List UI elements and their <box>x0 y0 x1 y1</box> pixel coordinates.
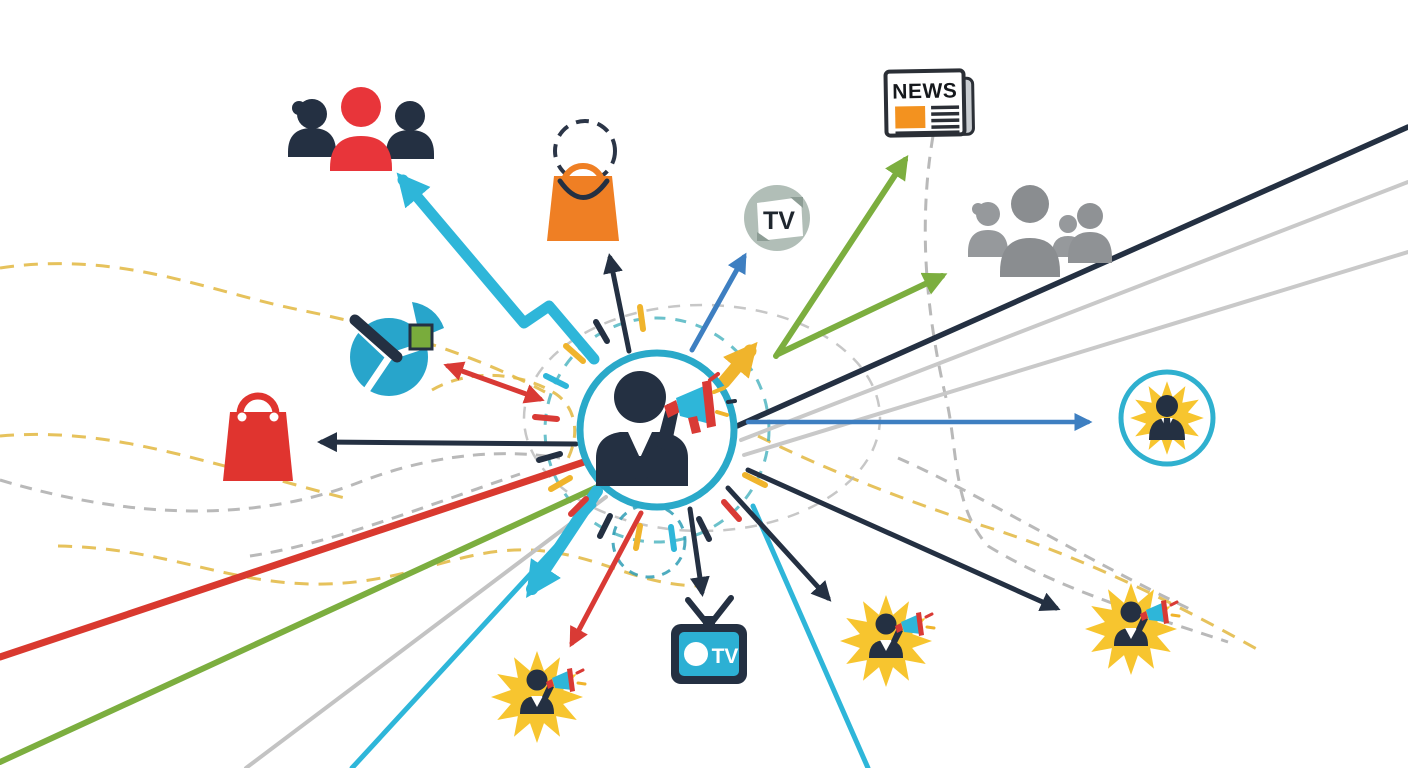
arrow-to-burst-2 <box>725 485 832 602</box>
spokesperson-arm <box>656 404 679 452</box>
arrow-green-short <box>775 272 948 357</box>
red-person-head <box>341 87 381 127</box>
arrow-gold-up-right <box>717 341 758 389</box>
orange-shopping-bag-icon <box>547 119 619 241</box>
gray-line-right-1 <box>739 180 1408 442</box>
gray-line-right-2 <box>742 250 1408 457</box>
newspaper-icon: NEWS <box>883 68 975 138</box>
arrow-thick-cyan-down-left <box>526 485 603 599</box>
spokesperson-head <box>614 371 666 423</box>
arrow-to-news <box>773 154 909 359</box>
arrow-to-orange-bag <box>603 253 632 354</box>
audience-trio-icon <box>288 87 434 171</box>
hub-confetti <box>532 304 768 552</box>
tv-badge-label: TV <box>763 207 795 235</box>
green-square <box>408 323 434 351</box>
arrow-double-to-pie-chart <box>443 361 545 404</box>
news-masthead-label: NEWS <box>892 79 957 103</box>
arrow-to-red-bag <box>317 432 579 453</box>
promo-burst-1-icon <box>491 651 587 743</box>
tv-set-label: TV <box>712 645 739 668</box>
promo-burst-2-icon <box>840 595 936 687</box>
tv-set-icon: TV <box>671 595 747 684</box>
promo-burst-3-icon <box>1085 583 1181 675</box>
arrow-to-tv-badge <box>689 252 747 353</box>
arrow-to-tv-set <box>687 506 710 597</box>
pie-chart-icon <box>349 302 444 398</box>
tv-channel-badge-icon: TV <box>744 185 810 251</box>
spokesperson-hub <box>532 304 768 552</box>
megaphone-icon <box>664 372 737 434</box>
featured-promoter-circle-icon <box>1118 369 1216 467</box>
red-shopping-bag-icon <box>223 392 293 481</box>
arrow-to-burst-3 <box>745 467 1061 611</box>
red-person-body <box>330 136 392 171</box>
gray-line-bottom-left <box>244 495 608 768</box>
red-line-bottom-left <box>0 458 588 661</box>
navy-stripe <box>349 314 403 363</box>
cyan-line-bottom-right <box>750 503 871 768</box>
news-photo-block <box>895 105 926 129</box>
navy-line-top-right <box>734 124 1408 429</box>
arrow-red-to-burst-1 <box>569 510 644 648</box>
green-line-bottom-left <box>0 475 620 765</box>
hub-arrows <box>317 154 1093 648</box>
arrow-zigzag-to-audience-trio <box>396 172 600 365</box>
dashed-circle-accent <box>553 119 617 183</box>
gray-audience-crowd-icon <box>968 185 1112 277</box>
